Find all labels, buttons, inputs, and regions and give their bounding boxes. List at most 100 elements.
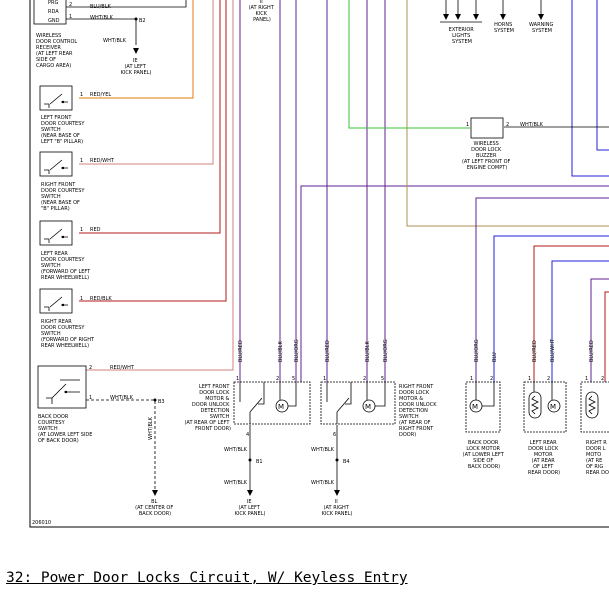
splice-dot: [335, 458, 339, 462]
receiver-label: WIRELESS DOOR CONTROL RECEIVER (AT LEFT …: [36, 33, 79, 69]
switch-label: LEFT FRONT DOOR COURTESY SWITCH (NEAR BA…: [41, 115, 86, 145]
motor-box: [233, 381, 311, 425]
motor-pin: 2: [601, 376, 604, 382]
circuit-diagram: PRG RDA GND 2 1 BLU/BLK WHT/BLK B2 WHT/B…: [29, 0, 609, 528]
switch-symbol: [46, 379, 80, 404]
wire-rf-blu-red: [300, 185, 609, 382]
switch-contact: [61, 166, 65, 170]
motor-wire-label: BLU/ORG: [383, 339, 389, 362]
switch-left-front: 1 RED/YEL LEFT FRONT DOOR COURTESY SWITC…: [39, 85, 111, 145]
wire-back-motor-blue: [493, 235, 609, 382]
motor-label: LEFT FRONT DOOR LOCK MOTOR & DOOR UNLOCK…: [184, 384, 231, 432]
wire-back-motor-purple: [475, 197, 609, 382]
motor-ground-wire: WHT/BLK: [224, 447, 248, 453]
switch-symbol: [44, 228, 68, 243]
switch-box: [39, 288, 73, 314]
switch-label: RIGHT REAR DOOR COURTESY SWITCH (FORWARD…: [41, 319, 96, 349]
switch-wire-label: RED: [90, 227, 101, 233]
motor-label: LEFT REAR DOOR LOCK MOTOR (AT REAR OF LE…: [528, 440, 560, 476]
buzzer-label: WIRELESS DOOR LOCK BUZZER (AT LEFT FRONT…: [462, 141, 512, 171]
switch-pin: 1: [80, 158, 83, 164]
figure-code: 206010: [32, 520, 51, 526]
receiver-box: [33, 0, 67, 25]
motor-rotor: [528, 391, 542, 419]
motor-m-glyph: M: [550, 403, 556, 411]
wire-rr-purple: [590, 278, 609, 382]
motor-pin: 1: [236, 376, 239, 382]
motor-pin: 1: [470, 376, 473, 382]
splice-dot: [248, 458, 252, 462]
motor-coil: [531, 395, 539, 415]
motor-wire-label: BLU/RED: [325, 340, 331, 362]
motor-icon: [547, 399, 561, 413]
wire-lr-red: [533, 245, 609, 382]
motor-wire-label: BLU/RED: [589, 340, 595, 362]
wire-group: [79, 0, 609, 382]
switch-contact: [61, 235, 65, 239]
arrow-head: [455, 14, 461, 20]
wire-rr-red: [604, 291, 609, 382]
receiver-pin-number: 2: [69, 2, 72, 8]
motor-leads: [279, 382, 297, 407]
switch-label: LEFT REAR DOOR COURTESY SWITCH (FORWARD …: [41, 251, 92, 281]
motor-label: RIGHT FRONT DOOR LOCK MOTOR & DOOR UNLOC…: [399, 384, 438, 438]
motor-splice: B4: [343, 459, 350, 465]
motor-m-glyph: M: [278, 403, 284, 411]
arrow-head: [443, 14, 449, 20]
ground-arrow: [133, 48, 139, 54]
switch-right-rear: 1 RED/BLK RIGHT REAR DOOR COURTESY SWITC…: [39, 288, 112, 349]
switch-wire-label: RED/WHT: [110, 365, 135, 371]
motor-rotor: [585, 391, 599, 419]
motor-leads: [533, 382, 553, 400]
motor-label: RIGHT R DOOR L MOTO (AT RE OF RIG REAR D…: [586, 440, 609, 476]
system-label-horns: HORNS SYSTEM: [494, 22, 514, 34]
left-rear-door-lock-motor: BLU/RED BLU/WHT 1 2 M LEFT REAR DOOR LOC…: [523, 338, 567, 476]
switch-box: [39, 85, 73, 111]
motor-pin: 4: [246, 432, 249, 438]
buzzer: 1 2 WHT/BLK WIRELESS DOOR LOCK BUZZER (A…: [462, 117, 544, 171]
motor-switch-symbol: [239, 382, 265, 424]
switch-wire-label: WHT/BLK: [110, 395, 134, 401]
motor-box: [523, 381, 567, 433]
motor-wire-label: BLU/RED: [238, 340, 244, 362]
figure-caption: 32: Power Door Locks Circuit, W/ Keyless…: [6, 570, 408, 586]
motor-pin: 2: [276, 376, 279, 382]
back-switch-ground-wire: WHT/BLK: [148, 416, 154, 440]
top-kick-label: II (AT RIGHT KICK PANEL): [249, 0, 276, 23]
motor-ground-wire: WHT/BLK: [311, 480, 335, 486]
motor-coil: [588, 395, 596, 415]
switch-pin: 1: [80, 227, 83, 233]
wire-tan: [406, 0, 609, 227]
motor-wire-label: BLU/RED: [532, 340, 538, 362]
motor-wire-label: BLU/BLK: [278, 340, 284, 362]
receiver-pin-rda: RDA: [48, 9, 59, 15]
switch-pin: 2: [89, 365, 92, 371]
wire-red-blk: [79, 0, 227, 302]
buzzer-wire-label: WHT/BLK: [520, 122, 544, 128]
wire-red: [79, 0, 221, 234]
wire-back-switch-wht-blk: [86, 399, 156, 490]
switch-label: BACK DOOR COURTESY SWITCH (AT LOWER LEFT…: [38, 414, 94, 444]
system-label-warning: WARNING SYSTEM: [529, 22, 555, 34]
ground-arrow: [152, 490, 158, 496]
motor-wire-label: BLU/ORG: [294, 339, 300, 362]
wire-receiver-blu-blk: [66, 0, 187, 8]
back-switch-ground-label: BL (AT CENTER OF BACK DOOR): [135, 499, 175, 517]
left-front-door-lock-motor: BLU/RED BLU/BLK BLU/ORG 1 2 5 4 M WHT/BL…: [184, 339, 311, 517]
splice-dot: [134, 17, 138, 21]
wire-red-wht: [79, 0, 214, 165]
system-label-exterior: EXTERIOR LIGHTS SYSTEM: [449, 27, 476, 45]
motor-box: [320, 381, 396, 425]
splice-dot: [153, 398, 157, 402]
motor-ground-label: IE (AT LEFT KICK PANEL): [235, 499, 266, 517]
motor-m-glyph: M: [365, 403, 371, 411]
motor-pin: 1: [585, 376, 588, 382]
switch-back-door: 2 1 RED/WHT WHT/BLK B3 WHT/BLK BL (AT CE…: [37, 365, 175, 517]
back-switch-splice: B3: [158, 399, 165, 405]
receiver-ground-label: IE (AT LEFT KICK PANEL): [121, 58, 152, 76]
motor-pin: 2: [490, 376, 493, 382]
switch-right-front: 1 RED/WHT RIGHT FRONT DOOR COURTESY SWIT…: [39, 151, 115, 212]
ground-arrow: [247, 490, 253, 496]
ground-arrow: [334, 490, 340, 496]
receiver-ground-wire: WHT/BLK: [103, 38, 127, 44]
